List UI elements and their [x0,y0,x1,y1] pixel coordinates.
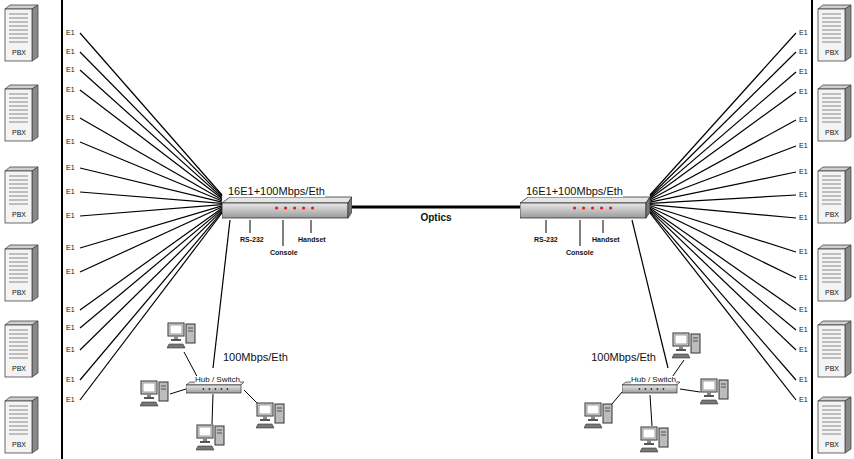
port-label: Console [270,249,298,256]
line-label: E1 [799,142,808,149]
pbx-label: PBX [825,365,839,372]
line-label: E1 [66,244,75,251]
pbx-server: PBX [3,166,39,224]
line-label: E1 [799,326,808,333]
pbx-label: PBX [12,289,26,296]
pbx-label: PBX [825,49,839,56]
device-label: 16E1+100Mbps/Eth [228,186,325,197]
pbx-label: PBX [825,441,839,448]
pbx-label: PBX [825,129,839,136]
line-label: E1 [799,346,808,353]
speed-label: 100Mbps/Eth [221,352,290,363]
pbx-server: PBX [816,4,852,62]
device-body [222,196,352,220]
hub-switch: Hub / Switch [622,368,680,396]
optical-link [352,206,520,209]
line-label: E1 [799,88,808,95]
line-label: E1 [799,116,808,123]
line-label: E1 [799,168,808,175]
line-label: E1 [66,114,75,121]
line-label: E1 [799,396,808,403]
port-label: Console [566,249,594,256]
pbx-server: PBX [816,396,852,454]
console-leads [250,220,603,246]
left-bus-bar [61,0,63,459]
ethernet-link [213,220,230,368]
port-label: RS-232 [240,236,264,243]
line-label: E1 [799,29,808,36]
line-label: E1 [799,248,808,255]
line-label: E1 [799,376,808,383]
device-label: 16E1+100Mbps/Eth [526,186,623,197]
pbx-label: PBX [825,289,839,296]
line-label: E1 [799,214,808,221]
lan-cables [170,352,700,426]
line-label: E1 [799,48,808,55]
pbx-label: PBX [12,49,26,56]
right-bus-bar [811,0,813,459]
line-label: E1 [799,306,808,313]
line-label: E1 [66,29,75,36]
pbx-label: PBX [12,129,26,136]
port-label: Handset [298,236,326,243]
line-label: E1 [66,66,75,73]
device-body [520,196,650,220]
pbx-label: PBX [12,211,26,218]
line-label: E1 [799,68,808,75]
line-label: E1 [799,191,808,198]
pbx-label: PBX [825,211,839,218]
pbx-server: PBX [816,244,852,302]
pbx-label: PBX [12,365,26,372]
hub-label: Hub / Switch [195,376,240,384]
link-label: Optics [418,213,453,223]
line-label: E1 [66,306,75,313]
pbx-label: PBX [12,441,26,448]
pbx-server: PBX [3,244,39,302]
pbx-server: PBX [816,320,852,378]
line-label: E1 [66,188,75,195]
line-label: E1 [66,212,75,219]
hub-label: Hub / Switch [631,376,676,384]
line-label: E1 [66,376,75,383]
line-label: E1 [66,164,75,171]
pc-icons [140,323,728,452]
speed-label: 100Mbps/Eth [589,352,658,363]
line-label: E1 [66,324,75,331]
line-label: E1 [66,346,75,353]
e1-lines [80,33,796,400]
pbx-server: PBX [3,396,39,454]
line-label: E1 [799,274,808,281]
line-label: E1 [66,268,75,275]
ethernet-link [632,220,668,368]
multiplexer-device: 16E1+100Mbps/Eth [520,178,650,220]
line-label: E1 [66,48,75,55]
line-label: E1 [66,86,75,93]
hub-switch: Hub / Switch [186,368,244,396]
pbx-server: PBX [816,166,852,224]
pbx-server: PBX [3,320,39,378]
pbx-server: PBX [816,84,852,142]
line-label: E1 [66,138,75,145]
port-label: Handset [592,236,620,243]
port-label: RS-232 [534,236,558,243]
multiplexer-device: 16E1+100Mbps/Eth [222,178,352,220]
pbx-server: PBX [3,4,39,62]
pbx-server: PBX [3,84,39,142]
line-label: E1 [66,396,75,403]
